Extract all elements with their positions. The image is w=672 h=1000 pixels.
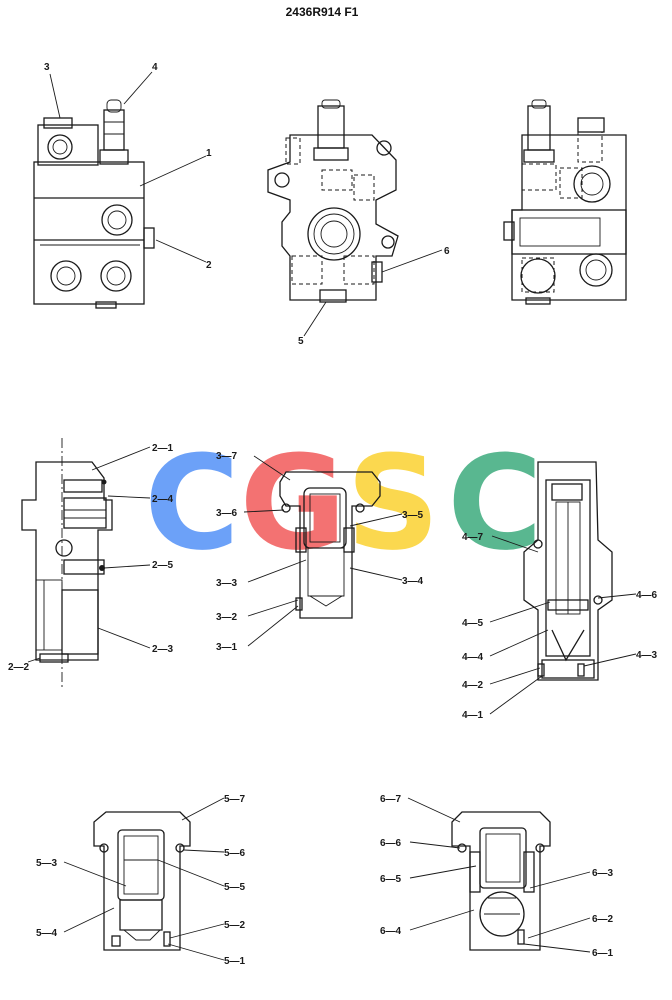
section-3-valve <box>279 471 381 619</box>
label-5-5: 5—5 <box>224 882 246 893</box>
label-6-3: 6—3 <box>592 868 614 879</box>
label-4-5: 4—5 <box>462 618 484 629</box>
label-5-6: 5—6 <box>224 848 246 859</box>
section-5-valve <box>93 811 191 951</box>
watermark-logo: C G S C <box>144 427 542 579</box>
label-3-1: 3—1 <box>216 642 238 653</box>
label-4-6: 4—6 <box>636 590 658 601</box>
label-6-6: 6—6 <box>380 838 402 849</box>
section-2-valve <box>21 438 113 690</box>
valve-body-side-view <box>33 99 155 309</box>
label-2-4: 2—4 <box>152 494 174 505</box>
label-3-5: 3—5 <box>402 510 424 521</box>
section-4-valve <box>523 461 613 681</box>
label-2-3: 2—3 <box>152 644 174 655</box>
label-1: 1 <box>206 148 212 159</box>
label-5-1: 5—1 <box>224 956 246 967</box>
label-2: 2 <box>206 260 212 271</box>
label-4-7: 4—7 <box>462 532 484 543</box>
label-5-3: 5—3 <box>36 858 58 869</box>
label-6-5: 6—5 <box>380 874 402 885</box>
label-4: 4 <box>152 62 158 73</box>
label-3: 3 <box>44 62 50 73</box>
section-6-valve <box>451 811 551 951</box>
valve-body-rear-view <box>503 99 627 305</box>
diagram-title: 2436R914 F1 <box>286 5 359 19</box>
label-3-2: 3—2 <box>216 612 238 623</box>
watermark-letter-s: S <box>346 427 440 579</box>
label-4-2: 4—2 <box>462 680 484 691</box>
label-2-5: 2—5 <box>152 560 174 571</box>
label-5-7: 5—7 <box>224 794 246 805</box>
label-6-2: 6—2 <box>592 914 614 925</box>
label-4-3: 4—3 <box>636 650 658 661</box>
label-2-2: 2—2 <box>8 662 30 673</box>
label-5-4: 5—4 <box>36 928 58 939</box>
watermark-letter-g: G <box>240 427 347 579</box>
valve-body-front-view <box>267 99 399 303</box>
label-3-7: 3—7 <box>216 451 238 462</box>
label-6-4: 6—4 <box>380 926 402 937</box>
label-4-1: 4—1 <box>462 710 484 721</box>
label-3-6: 3—6 <box>216 508 238 519</box>
watermark-letter-c1: C <box>144 427 239 579</box>
label-6: 6 <box>444 246 450 257</box>
label-4-4: 4—4 <box>462 652 484 663</box>
label-3-3: 3—3 <box>216 578 238 589</box>
label-6-1: 6—1 <box>592 948 614 959</box>
watermark-letter-c2: C <box>447 427 542 579</box>
label-2-1: 2—1 <box>152 443 174 454</box>
callout-labels: 3 4 1 2 6 5 2—1 2—4 2—5 2—3 2—2 3—7 3—6 … <box>8 62 658 967</box>
label-6-7: 6—7 <box>380 794 402 805</box>
label-5: 5 <box>298 336 304 347</box>
label-5-2: 5—2 <box>224 920 246 931</box>
label-3-4: 3—4 <box>402 576 424 587</box>
